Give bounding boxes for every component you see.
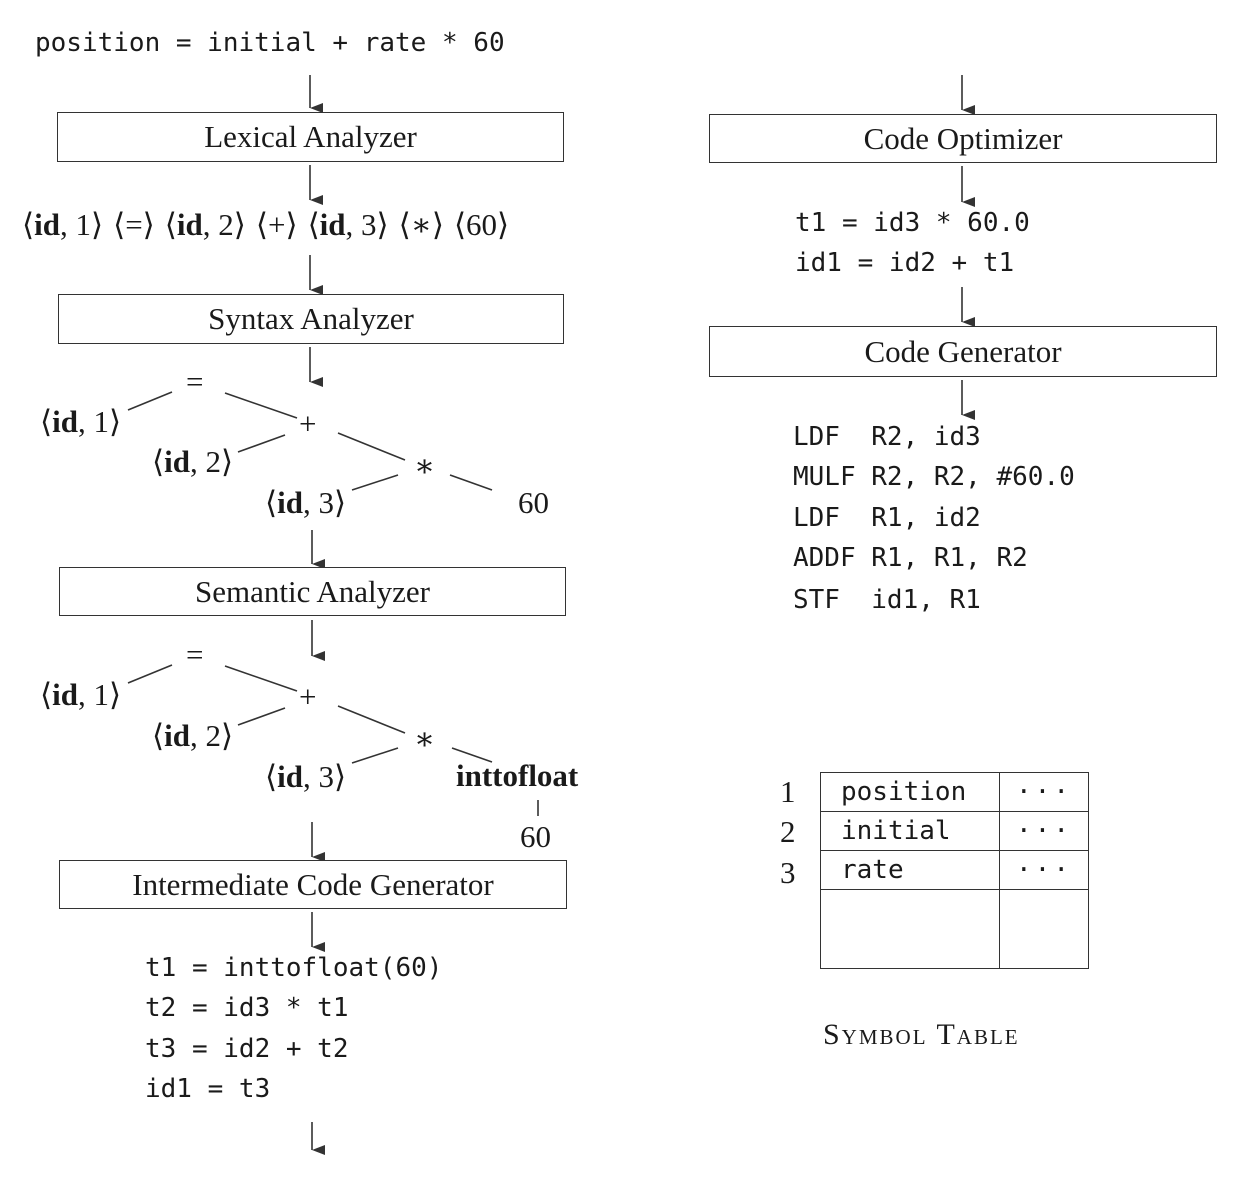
tree-node-inttofloat: inttofloat: [456, 758, 579, 793]
tree-node-times: ∗: [414, 721, 436, 756]
intermediate-code-line: t3 = id2 + t2: [145, 1034, 349, 1064]
symbol-info: ···: [999, 850, 1089, 890]
tree-node-id3: id, 3: [265, 761, 346, 792]
token: =: [113, 209, 155, 240]
symbol-name: initial: [820, 811, 1000, 851]
intermediate-code-line: t1 = inttofloat(60): [145, 953, 443, 983]
table-row: position···: [820, 772, 1089, 812]
symbol-table-caption: Symbol Table: [823, 1018, 1020, 1051]
tree-edge: [351, 747, 399, 764]
target-code-line: LDF R2, id3: [793, 422, 981, 452]
tree-node-id1: id, 1: [40, 406, 121, 437]
tree-edge: [127, 391, 173, 411]
symbol-name: position: [820, 772, 1000, 812]
semantic-analyzer-box: Semantic Analyzer: [59, 567, 566, 616]
tree-edge: [351, 474, 399, 491]
tree-node-assign: =: [186, 637, 204, 672]
target-code-line: ADDF R1, R1, R2: [793, 543, 1028, 573]
tree-node-assign: =: [186, 364, 204, 399]
optimized-code-line: t1 = id3 * 60.0: [795, 208, 1030, 238]
token: id, 2: [165, 209, 246, 240]
symbol-table: position··· initial··· rate···: [820, 772, 1089, 969]
target-code-line: MULF R2, R2, #60.0: [793, 462, 1075, 492]
source-statement: position = initial + rate * 60: [35, 28, 505, 58]
intermediate-code-generator-box: Intermediate Code Generator: [59, 860, 567, 909]
tree-edge: [337, 432, 406, 461]
tree-edge: [237, 434, 286, 453]
tree-edge: [237, 707, 286, 726]
tree-node-times: ∗: [414, 448, 436, 483]
token: id, 1: [22, 209, 103, 240]
tree-edge: [451, 747, 493, 763]
intermediate-code-line: id1 = t3: [145, 1074, 271, 1104]
symbol-index: 2: [780, 814, 796, 849]
target-code-line: LDF R1, id2: [793, 503, 981, 533]
tree-node-const: 60: [520, 819, 551, 854]
optimized-code-line: id1 = id2 + t1: [795, 248, 1015, 278]
token-stream: id, 1 = id, 2 + id, 3 ∗ 60: [22, 209, 509, 240]
symbol-info: ···: [999, 811, 1089, 851]
tree-node-id2: id, 2: [152, 446, 233, 477]
symbol-info: ···: [999, 772, 1089, 812]
symbol-index: 3: [780, 855, 796, 890]
table-row: rate···: [820, 850, 1089, 890]
symbol-name: rate: [820, 850, 1000, 890]
tree-node-const: 60: [518, 485, 549, 520]
code-optimizer-box: Code Optimizer: [709, 114, 1217, 163]
intermediate-code-line: t2 = id3 * t1: [145, 993, 349, 1023]
tree-node-plus: +: [299, 406, 317, 441]
tree-edge: [224, 665, 298, 692]
symbol-index: 1: [780, 774, 796, 809]
lexical-analyzer-box: Lexical Analyzer: [57, 112, 564, 162]
tree-node-plus: +: [299, 679, 317, 714]
token: id, 3: [308, 209, 389, 240]
syntax-analyzer-box: Syntax Analyzer: [58, 294, 564, 344]
tree-node-id2: id, 2: [152, 720, 233, 751]
tree-node-id3: id, 3: [265, 487, 346, 518]
tree-node-id1: id, 1: [40, 679, 121, 710]
tree-edge: [224, 392, 298, 419]
table-row-empty: [820, 889, 1089, 969]
tree-edge: [449, 474, 493, 491]
tree-edge: [337, 705, 406, 734]
target-code-line: STF id1, R1: [793, 585, 981, 615]
token: ∗: [399, 209, 444, 240]
tree-edge: [127, 664, 173, 684]
code-generator-box: Code Generator: [709, 326, 1217, 377]
token: 60: [454, 209, 509, 240]
token: +: [256, 209, 298, 240]
table-row: initial···: [820, 811, 1089, 851]
